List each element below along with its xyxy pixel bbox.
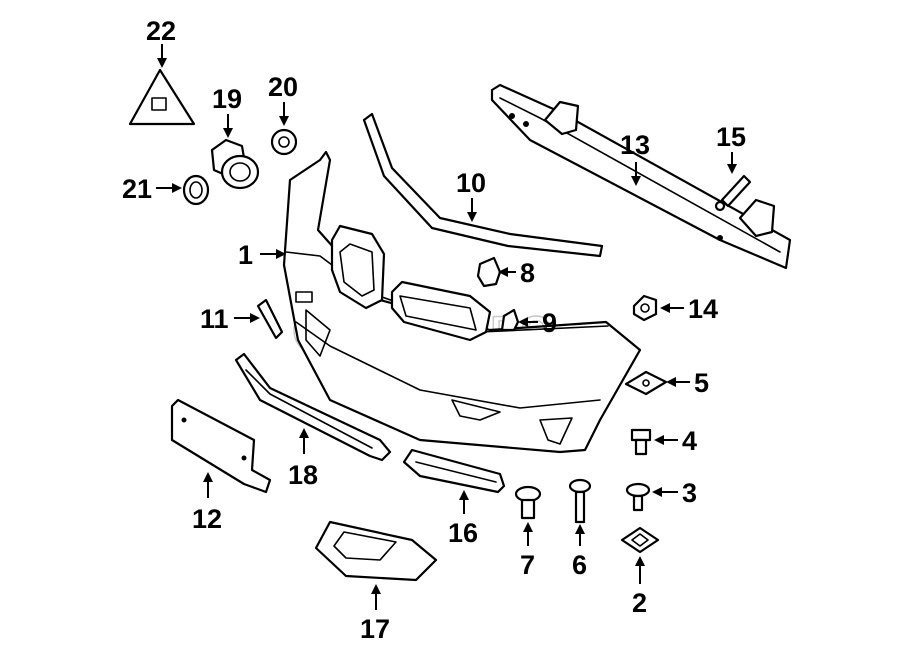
callout-18: 18 <box>288 460 318 490</box>
part-18-lower-grille[interactable] <box>234 352 392 462</box>
callout-2: 2 <box>632 588 647 618</box>
part-20-grommet[interactable] <box>270 128 298 156</box>
callout-11: 11 <box>200 304 229 334</box>
part-4-bolt[interactable] <box>630 428 652 456</box>
part-9-clip[interactable] <box>500 308 520 332</box>
part-10-trim-strip[interactable] <box>362 112 604 258</box>
callout-22: 22 <box>146 16 176 46</box>
part-5-clip-nut[interactable] <box>624 370 668 396</box>
callout-20: 20 <box>268 72 298 102</box>
part-14-nut[interactable] <box>632 294 658 322</box>
part-16-fog-cover[interactable] <box>402 448 506 494</box>
callout-4: 4 <box>682 426 697 456</box>
part-22-warning-label[interactable] <box>128 68 196 126</box>
callout-3: 3 <box>682 478 697 508</box>
callout-14: 14 <box>688 294 718 324</box>
callout-16: 16 <box>448 518 478 548</box>
leader-lines <box>156 44 737 610</box>
callout-17: 17 <box>360 614 390 644</box>
callout-15: 15 <box>716 122 746 152</box>
callout-6: 6 <box>572 550 587 580</box>
part-7-rivet[interactable] <box>514 485 542 520</box>
callout-10: 10 <box>456 168 486 198</box>
part-3-screw[interactable] <box>625 482 651 512</box>
part-12-license-bracket[interactable] <box>170 398 272 494</box>
part-21-sensor-ring[interactable] <box>182 174 210 206</box>
part-2-clip[interactable] <box>620 526 660 554</box>
callout-19: 19 <box>212 84 242 114</box>
part-13-bumper-reinforcement[interactable] <box>490 83 792 270</box>
part-19-park-sensor[interactable] <box>210 138 260 190</box>
part-1-bumper-cover[interactable] <box>282 150 642 454</box>
callout-5: 5 <box>694 368 709 398</box>
callout-8: 8 <box>520 258 535 288</box>
callout-labels: 22 19 20 21 1 10 13 15 8 9 11 14 5 4 3 2… <box>122 16 746 644</box>
part-11-side-marker[interactable] <box>256 298 284 340</box>
part-15-stud[interactable] <box>714 174 752 212</box>
callout-13: 13 <box>620 130 650 160</box>
callout-21: 21 <box>122 174 152 204</box>
callout-9: 9 <box>542 308 557 338</box>
callout-7: 7 <box>520 550 535 580</box>
part-6-screw[interactable] <box>568 478 592 524</box>
callout-1: 1 <box>238 240 253 270</box>
part-8-clip[interactable] <box>476 256 502 288</box>
callout-12: 12 <box>192 504 222 534</box>
part-17-deflector[interactable] <box>314 520 438 582</box>
